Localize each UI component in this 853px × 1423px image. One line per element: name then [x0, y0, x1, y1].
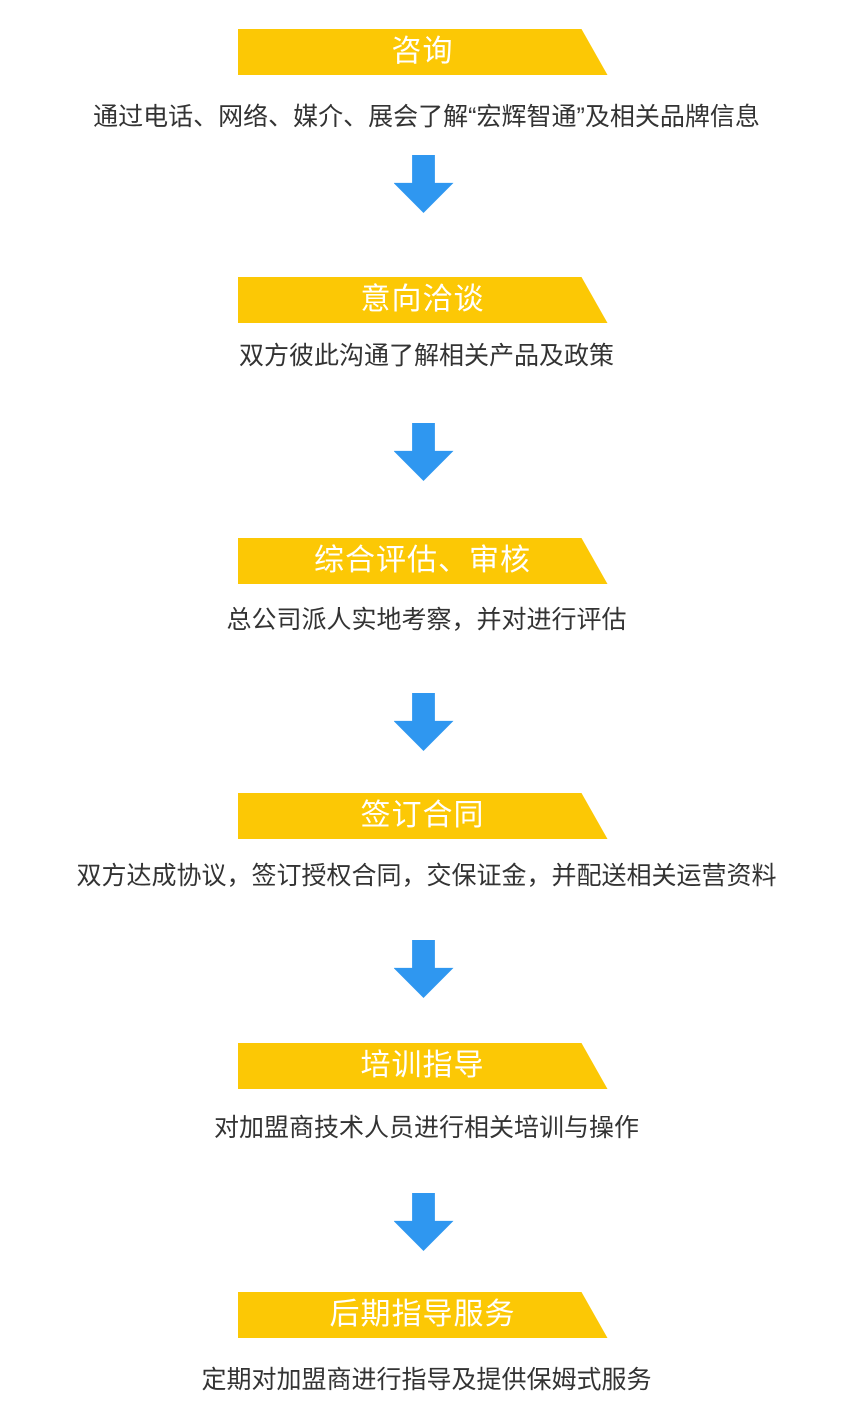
step-description: 双方彼此沟通了解相关产品及政策: [238, 342, 614, 370]
down-arrow-icon: [393, 693, 454, 751]
down-arrow-icon: [393, 423, 454, 481]
down-arrow-icon: [393, 940, 454, 998]
step-description: 双方达成协议，签订授权合同，交保证金，并配送相关运营资料: [76, 862, 777, 890]
step-banner: 意向洽谈: [238, 277, 608, 323]
step-banner: 签订合同: [238, 793, 608, 839]
step-title: 意向洽谈: [360, 283, 485, 316]
step-title: 综合评估、审核: [314, 544, 531, 577]
down-arrow-icon: [393, 1193, 454, 1251]
flow-step-training-guidance: 培训指导 对加盟商技术人员进行相关培训与操作: [0, 1043, 853, 1144]
step-description: 对加盟商技术人员进行相关培训与操作: [213, 1114, 639, 1142]
flow-step-intention-talk: 意向洽谈 双方彼此沟通了解相关产品及政策: [0, 277, 853, 372]
step-title: 培训指导: [360, 1049, 485, 1082]
step-title: 咨询: [391, 35, 454, 68]
step-description: 总公司派人实地考察，并对进行评估: [226, 606, 627, 634]
flow-step-consultation: 咨询 通过电话、网络、媒介、展会了解“宏辉智通”及相关品牌信息: [0, 29, 853, 133]
step-title: 签订合同: [360, 799, 485, 832]
step-banner: 后期指导服务: [238, 1292, 608, 1338]
down-arrow-icon: [393, 155, 454, 213]
step-description: 定期对加盟商进行指导及提供保姆式服务: [201, 1366, 652, 1394]
step-description: 通过电话、网络、媒介、展会了解“宏辉智通”及相关品牌信息: [93, 103, 760, 131]
flow-step-evaluation-review: 综合评估、审核 总公司派人实地考察，并对进行评估: [0, 538, 853, 636]
flow-step-sign-contract: 签订合同 双方达成协议，签订授权合同，交保证金，并配送相关运营资料: [0, 793, 853, 892]
flow-step-followup-service: 后期指导服务 定期对加盟商进行指导及提供保姆式服务: [0, 1292, 853, 1396]
step-banner: 综合评估、审核: [238, 538, 608, 584]
step-banner: 培训指导: [238, 1043, 608, 1089]
step-title: 后期指导服务: [329, 1298, 516, 1331]
step-banner: 咨询: [238, 29, 608, 75]
